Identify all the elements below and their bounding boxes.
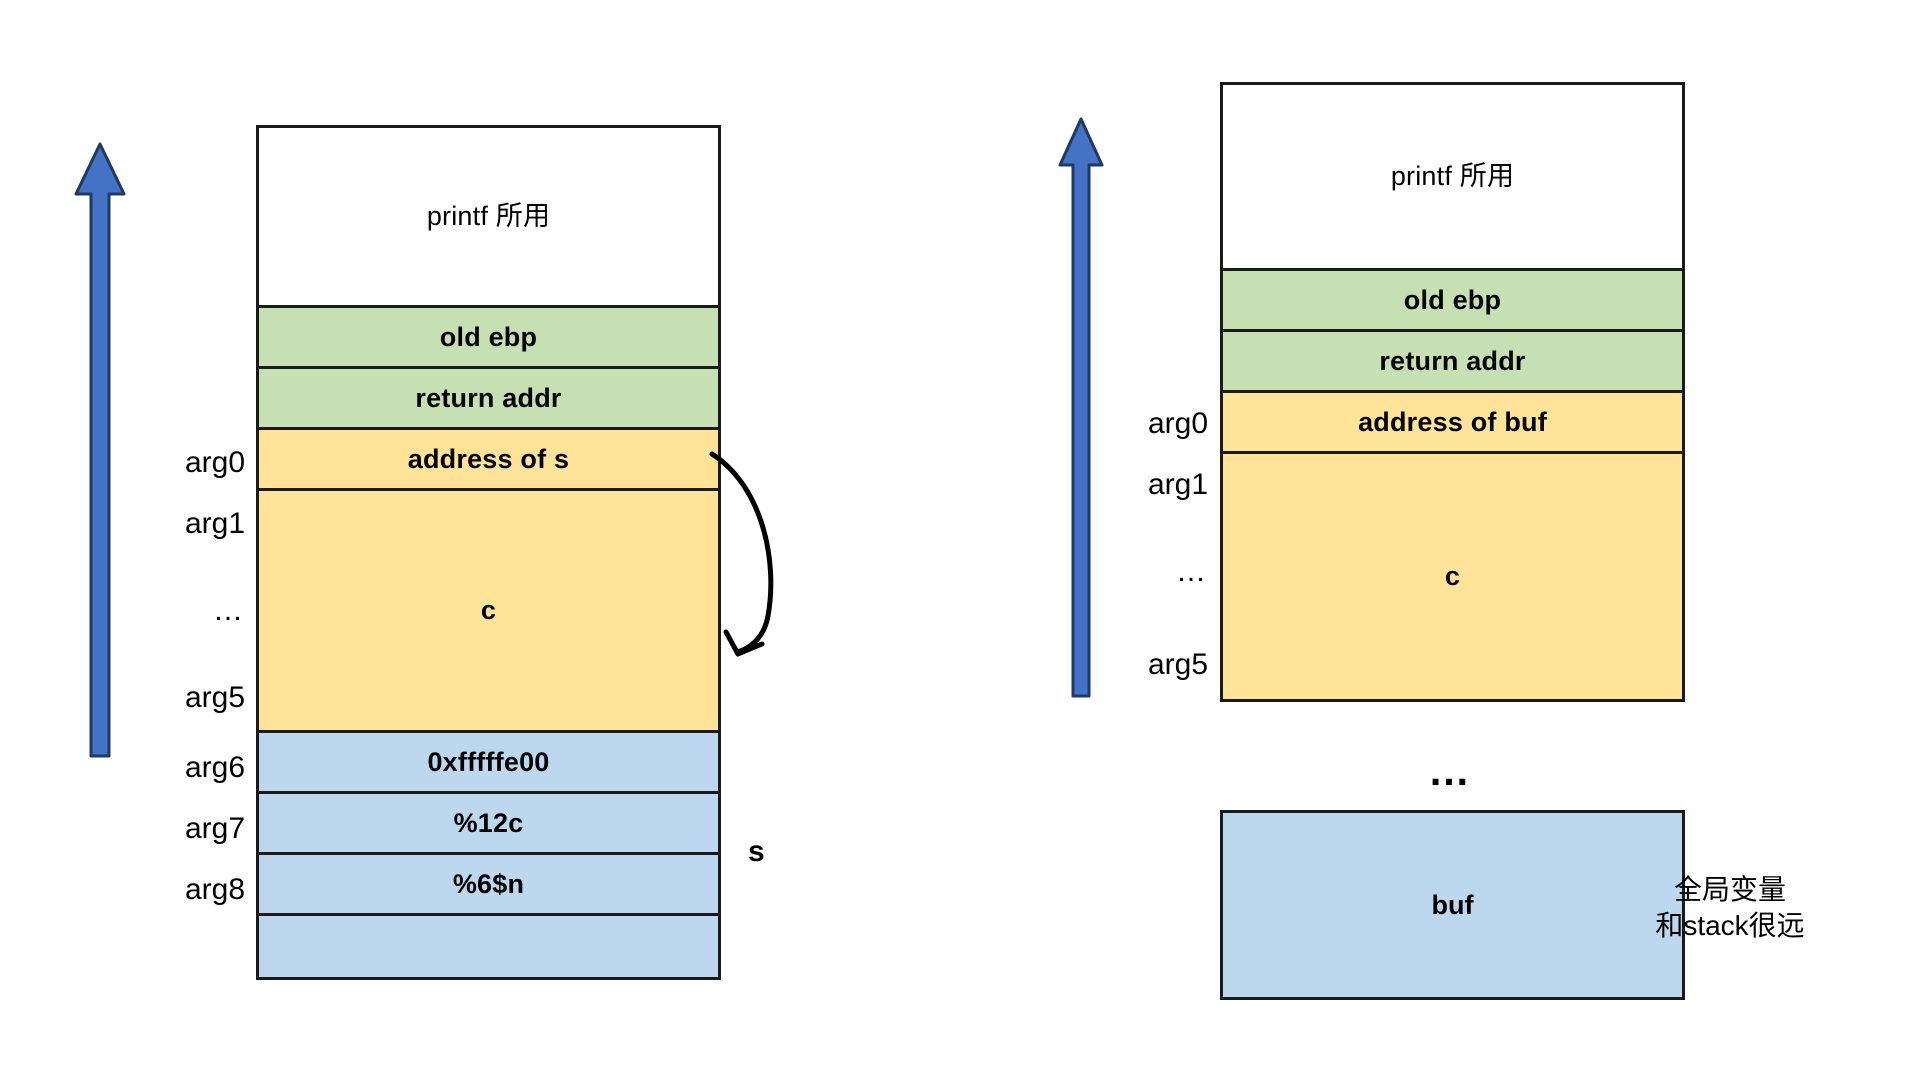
right-arg-label-arg5: arg5 <box>1147 648 1208 681</box>
left-row-address-of-s-label: address of s <box>407 443 570 474</box>
string-pointer-curve-arrow <box>709 451 774 657</box>
right-row-return-addr-label: return addr <box>1379 345 1526 376</box>
right-row-return-addr: return addr <box>1223 332 1682 393</box>
right-row-old-ebp-label: old ebp <box>1403 284 1502 315</box>
left-arg-label-arg6: arg6 <box>184 751 245 784</box>
left-row-old-ebp-label: old ebp <box>439 321 538 352</box>
right-row-printf-label: printf 所用 <box>1390 161 1515 191</box>
left-arg-label-arg0: arg0 <box>184 446 245 479</box>
right-arg-label-arg1: arg1 <box>1147 468 1208 501</box>
left-arg-label-arg1: arg1 <box>184 507 245 540</box>
global-variable-note: 全局变量 和stack很远 <box>1655 872 1804 945</box>
left-stack-frame: printf 所用 old ebp return addr address of… <box>256 125 721 980</box>
left-row-old-ebp: old ebp <box>259 308 718 369</box>
right-stack-growth-arrow <box>1058 117 1104 698</box>
right-row-c: c <box>1223 454 1682 699</box>
left-arg-label-arg8: arg8 <box>184 873 245 906</box>
left-row-pct12c: %12c <box>259 794 718 855</box>
right-row-old-ebp: old ebp <box>1223 271 1682 332</box>
left-row-address-of-s: address of s <box>259 430 718 491</box>
global-variable-note-line-1: 全局变量 <box>1673 874 1787 905</box>
string-pointer-label: s <box>748 835 765 868</box>
left-row-0xfffffe00-label: 0xfffffe00 <box>427 746 550 777</box>
left-row-return-addr-label: return addr <box>415 382 562 413</box>
left-stack-growth-arrow <box>74 142 126 758</box>
left-row-0xfffffe00: 0xfffffe00 <box>259 733 718 794</box>
right-row-address-of-buf-label: address of buf <box>1358 406 1547 437</box>
left-row-empty <box>259 916 718 977</box>
buf-buffer-box: buf <box>1220 810 1685 1000</box>
left-row-printf: printf 所用 <box>259 128 718 308</box>
right-row-address-of-buf: address of buf <box>1223 393 1682 454</box>
left-arg-label-ellipsis: … <box>213 594 245 627</box>
left-row-printf-label: printf 所用 <box>426 201 551 231</box>
right-row-printf: printf 所用 <box>1223 85 1682 271</box>
left-row-pct12c-label: %12c <box>453 807 524 838</box>
left-arg-label-arg5: arg5 <box>184 681 245 714</box>
left-row-pct6dollarn-label: %6$n <box>452 868 525 899</box>
right-row-c-label: c <box>1444 561 1461 591</box>
right-stack-frame: printf 所用 old ebp return addr address of… <box>1220 82 1685 702</box>
left-arg-label-arg7: arg7 <box>184 812 245 845</box>
left-row-return-addr: return addr <box>259 369 718 430</box>
right-arg-label-arg0: arg0 <box>1147 407 1208 440</box>
left-row-pct6dollarn: %6$n <box>259 855 718 916</box>
right-arg-label-ellipsis: … <box>1176 555 1208 588</box>
buf-buffer-label: buf <box>1431 889 1474 920</box>
left-row-c: c <box>259 491 718 733</box>
left-row-c-label: c <box>480 595 497 625</box>
stack-gap-ellipsis: … <box>1428 747 1474 794</box>
global-variable-note-line-2: 和stack很远 <box>1655 910 1805 942</box>
